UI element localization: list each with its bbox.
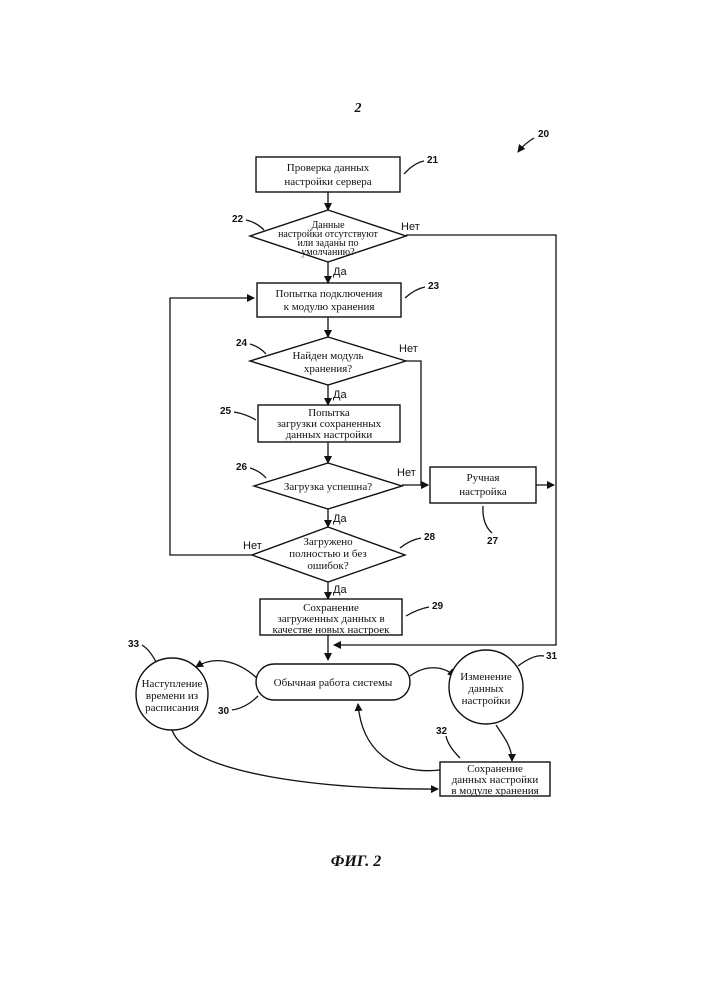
ref-30: 30 xyxy=(218,706,230,717)
node-29-line-3: качестве новых настроек xyxy=(273,624,391,636)
node-30-line-1: Обычная работа системы xyxy=(274,677,393,689)
ref-25: 25 xyxy=(220,406,232,417)
ref-29: 29 xyxy=(432,601,444,612)
node-21-line-1: Проверка данных xyxy=(287,162,370,174)
yes-label-28: Да xyxy=(333,584,347,596)
yes-label-24: Да xyxy=(333,389,347,401)
node-33-line-3: расписания xyxy=(145,702,199,714)
node-28-line-1: Загружено xyxy=(303,536,353,548)
node-25-load-settings: Попытка загрузки сохраненных данных наст… xyxy=(258,405,400,442)
node-27-manual-setup: Ручная настройка xyxy=(430,467,536,503)
node-23-line-1: Попытка подключения xyxy=(276,288,383,300)
figure-caption: ФИГ. 2 xyxy=(331,853,382,870)
ref-30-leader xyxy=(232,696,258,710)
ref-26-leader xyxy=(250,468,266,478)
figure-ref-label: 20 xyxy=(538,129,550,140)
node-25-line-3: данных настройки xyxy=(286,429,373,441)
node-23-line-2: к модулю хранения xyxy=(284,301,375,313)
figure-ref-arrow xyxy=(518,138,534,152)
node-22-line-4: умолчанию? xyxy=(301,247,355,258)
ref-24: 24 xyxy=(236,338,248,349)
node-26-line-1: Загрузка успешна? xyxy=(284,481,372,493)
node-27-line-1: Ручная xyxy=(467,472,500,484)
no-label-26: Нет xyxy=(397,467,416,479)
ref-28: 28 xyxy=(424,532,436,543)
node-31-line-1: Изменение xyxy=(460,671,512,683)
page-number: 2 xyxy=(354,101,362,116)
node-31-settings-change: Изменение данных настройки xyxy=(449,650,523,724)
no-label-28: Нет xyxy=(243,540,262,552)
node-33-line-2: времени из xyxy=(146,690,198,702)
yes-label-22: Да xyxy=(333,266,347,278)
node-28-line-2: полностью и без xyxy=(289,548,367,560)
ref-21-leader xyxy=(404,161,424,174)
ref-22-leader xyxy=(246,220,264,230)
ref-27-leader xyxy=(483,506,492,533)
ref-25-leader xyxy=(234,412,256,420)
no-label-24: Нет xyxy=(399,343,418,355)
node-31-line-3: настройки xyxy=(462,695,511,707)
ref-21: 21 xyxy=(427,155,439,166)
node-28-line-3: ошибок? xyxy=(307,560,348,572)
node-26-decision-load-success: Загрузка успешна? xyxy=(254,463,402,509)
node-32-save-to-storage: Сохранение данных настройки в модуле хра… xyxy=(440,762,550,797)
ref-26: 26 xyxy=(236,462,248,473)
ref-33-leader xyxy=(142,645,156,662)
no-label-22: Нет xyxy=(401,221,420,233)
ref-28-leader xyxy=(400,538,421,548)
ref-27: 27 xyxy=(487,536,499,547)
node-24-decision-storage-found: Найден модуль хранения? xyxy=(250,337,406,385)
node-33-line-1: Наступление xyxy=(142,678,203,690)
ref-23-leader xyxy=(405,287,425,298)
node-21-check-server-settings: Проверка данных настройки сервера xyxy=(256,157,400,192)
node-29-save-loaded-settings: Сохранение загруженных данных в качестве… xyxy=(260,599,402,636)
node-24-line-1: Найден модуль xyxy=(292,350,363,362)
node-30-normal-operation: Обычная работа системы xyxy=(256,664,410,700)
node-32-line-3: в модуле хранения xyxy=(451,785,538,797)
yes-label-26: Да xyxy=(333,513,347,525)
node-24-line-2: хранения? xyxy=(304,363,352,375)
ref-22: 22 xyxy=(232,214,244,225)
ref-32-leader xyxy=(446,736,460,758)
node-22-decision-settings-missing: Данные настройки отсутствуют или заданы … xyxy=(250,210,406,262)
node-27-line-2: настройка xyxy=(459,486,507,498)
node-31-line-2: данных xyxy=(468,683,504,695)
ref-32: 32 xyxy=(436,726,448,737)
node-23-connect-storage: Попытка подключения к модулю хранения xyxy=(257,283,401,317)
ref-24-leader xyxy=(250,344,266,354)
ref-31: 31 xyxy=(546,651,558,662)
ref-23: 23 xyxy=(428,281,440,292)
ref-33: 33 xyxy=(128,639,140,650)
node-28-decision-loaded-fully: Загружено полностью и без ошибок? xyxy=(252,527,405,582)
ref-29-leader xyxy=(406,607,429,616)
node-33-scheduled-time: Наступление времени из расписания xyxy=(136,658,208,730)
ref-31-leader xyxy=(518,656,544,666)
node-21-line-2: настройки сервера xyxy=(284,176,371,188)
